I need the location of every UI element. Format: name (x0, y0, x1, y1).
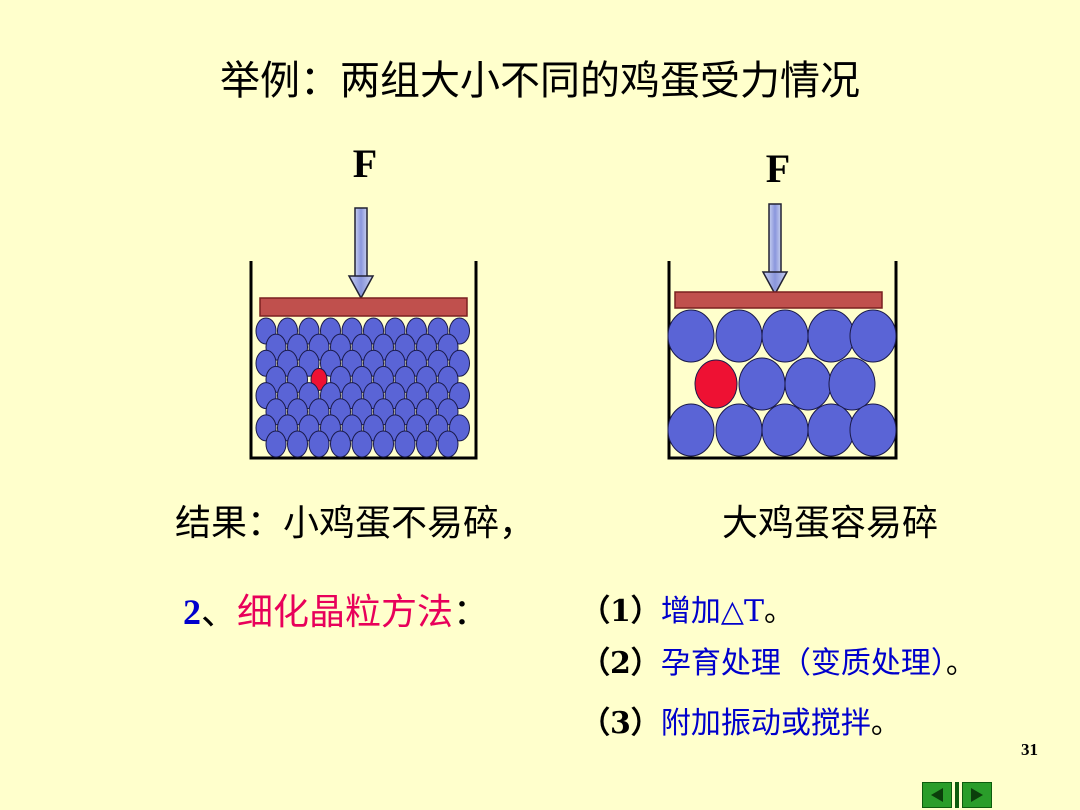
egg (715, 309, 763, 363)
egg (784, 357, 832, 411)
method-item-2: （2）孕育处理（变质处理）。 (580, 638, 976, 682)
egg (416, 430, 437, 458)
method-item-index: （1） (580, 594, 661, 629)
egg (761, 403, 809, 457)
method-item-end: 。 (763, 594, 794, 629)
method-colon: ： (453, 592, 490, 633)
egg (330, 430, 351, 458)
left-force-label: F (353, 141, 377, 186)
nav-next-button[interactable] (962, 782, 992, 808)
egg (373, 430, 394, 458)
egg (828, 357, 876, 411)
egg (849, 403, 897, 457)
large-eggs-group (667, 309, 897, 457)
egg (287, 430, 308, 458)
nav-divider (955, 782, 959, 808)
method-heading: 2、细化晶粒方法： (183, 583, 489, 635)
egg (807, 309, 855, 363)
right-container (667, 261, 898, 460)
method-separator: 、 (201, 592, 238, 633)
small-eggs-group (255, 317, 470, 458)
right-force-arrow (761, 203, 789, 296)
method-item-text: 附加振动或搅拌 (660, 706, 871, 741)
right-press-plate (674, 291, 883, 309)
page-number: 31 (1021, 740, 1038, 759)
result-large-eggs: 大鸡蛋容易碎 (722, 503, 939, 544)
egg (807, 403, 855, 457)
slide-title: 举例：两组大小不同的鸡蛋受力情况 (220, 58, 860, 104)
left-container (249, 261, 478, 460)
nav-prev-button[interactable] (922, 782, 952, 808)
egg (738, 357, 786, 411)
egg (761, 309, 809, 363)
method-label: 细化晶粒方法 (237, 592, 454, 633)
left-press-plate (259, 297, 468, 317)
method-item-index: （2） (580, 646, 661, 681)
method-item-3: （3）附加振动或搅拌。 (580, 698, 901, 742)
method-item-text: 孕育处理（变质处理） (660, 646, 946, 681)
egg (265, 430, 287, 458)
method-item-end: 。 (945, 646, 976, 681)
method-item-index: （3） (580, 706, 661, 741)
slide-nav (922, 782, 992, 808)
method-item-1: （1）增加△T。 (580, 586, 794, 630)
broken-egg (694, 359, 738, 409)
egg (849, 309, 897, 363)
right-force-label: F (766, 146, 790, 191)
method-item-end: 。 (870, 706, 901, 741)
egg (437, 430, 459, 458)
egg (715, 403, 763, 457)
egg (667, 309, 715, 363)
egg (351, 430, 373, 458)
egg (308, 430, 330, 458)
result-small-eggs: 结果：小鸡蛋不易碎， (175, 503, 536, 544)
egg (667, 403, 715, 457)
nav-next-icon (971, 788, 983, 802)
left-force-arrow (347, 207, 375, 300)
method-item-text: 增加△T (660, 594, 764, 629)
nav-prev-icon (931, 788, 943, 802)
egg (394, 430, 416, 458)
method-number: 2 (183, 592, 201, 632)
